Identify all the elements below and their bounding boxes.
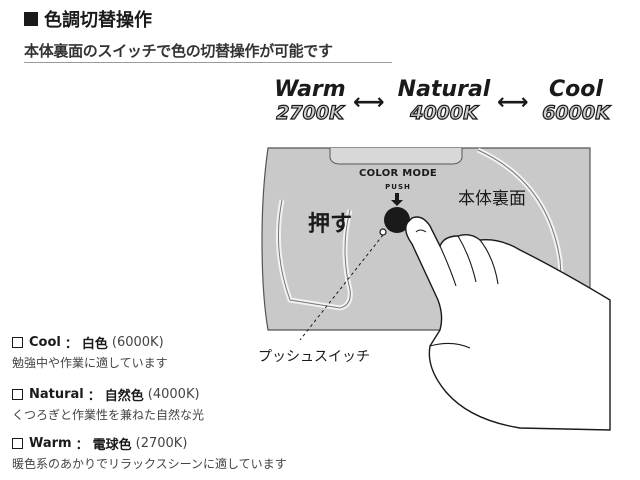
back-side-label: 本体裏面 <box>458 189 526 209</box>
legend-desc: 勉強中や作業に適しています <box>12 356 168 370</box>
device-slot <box>329 148 463 165</box>
double-arrow-icon: ⟷ <box>353 90 385 115</box>
device-rib-edge <box>277 199 351 309</box>
legend-sep: ： <box>75 438 89 453</box>
page-title: 色調切替操作 <box>24 6 152 32</box>
mode-cool-name: Cool <box>549 77 603 102</box>
legend-sep: ： <box>64 337 78 352</box>
legend-item-warm: Warm：電球色(2700K) 暖色系のあかりでリラックスシーンに適しています <box>12 434 287 472</box>
black-square-icon <box>24 12 38 26</box>
mode-warm-name: Warm <box>274 77 346 102</box>
leader-line <box>299 234 384 341</box>
push-switch-button <box>384 207 410 233</box>
legend-jp: 電球色 <box>92 438 132 453</box>
subtitle-underline <box>24 62 392 63</box>
mode-cool: Cool 6000K <box>536 77 616 125</box>
push-switch-label: プッシュスイッチ <box>258 349 370 365</box>
mode-natural-name: Natural <box>397 77 491 102</box>
legend-jp: 自然色 <box>104 389 144 404</box>
mode-warm-kelvin: 2700K <box>276 101 345 124</box>
legend-en: Warm <box>29 436 72 451</box>
legend-kelvin: (6000K) <box>111 335 164 350</box>
legend-kelvin: (4000K) <box>147 387 200 402</box>
mode-natural: Natural 4000K <box>396 77 492 125</box>
legend-desc: 暖色系のあかりでリラックスシーンに適しています <box>12 457 287 471</box>
legend-title: Warm：電球色(2700K) <box>12 434 287 453</box>
legend-desc: くつろぎと作業性を兼ねた自然な光 <box>12 408 205 422</box>
legend-title: Natural：自然色(4000K) <box>12 385 204 404</box>
page-subtitle: 本体裏面のスイッチで色の切替操作が可能です <box>24 42 333 60</box>
hand-pointing-icon <box>405 216 611 431</box>
legend-en: Cool <box>29 335 61 350</box>
push-label: PUSH <box>385 183 411 191</box>
empty-checkbox-icon <box>12 438 23 449</box>
legend-kelvin: (2700K) <box>135 436 188 451</box>
press-label: 押す <box>308 212 353 237</box>
empty-checkbox-icon <box>12 389 23 400</box>
legend-item-natural: Natural：自然色(4000K) くつろぎと作業性を兼ねた自然な光 <box>12 385 204 423</box>
switch-pointer-dot <box>379 228 387 236</box>
page-title-text: 色調切替操作 <box>44 10 152 31</box>
legend-sep: ： <box>87 389 101 404</box>
legend-item-cool: Cool：白色(6000K) 勉強中や作業に適しています <box>12 333 168 371</box>
down-arrow-icon <box>391 193 403 206</box>
mode-cool-kelvin: 6000K <box>542 101 611 124</box>
legend-title: Cool：白色(6000K) <box>12 333 168 352</box>
mode-natural-kelvin: 4000K <box>410 101 479 124</box>
legend-jp: 白色 <box>81 337 108 352</box>
mode-warm: Warm 2700K <box>270 77 350 125</box>
legend-en: Natural <box>29 387 84 402</box>
empty-checkbox-icon <box>12 337 23 348</box>
double-arrow-icon: ⟷ <box>497 90 529 115</box>
color-mode-label: COLOR MODE <box>358 168 438 179</box>
